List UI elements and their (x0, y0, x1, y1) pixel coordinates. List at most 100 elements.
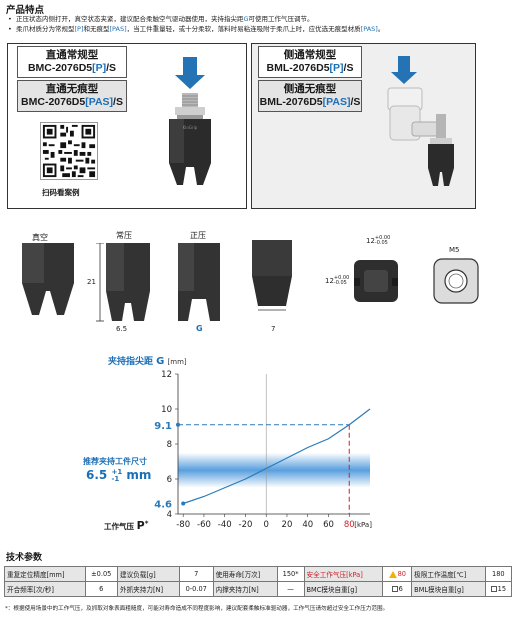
spec-value-safe-pressure: 80 (382, 566, 413, 582)
spec-label: BML模块自重[g] (411, 581, 486, 597)
y-tick-label: 10 (161, 405, 172, 415)
gap-curve (182, 408, 371, 505)
spec-label-safe-pressure: 安全工作气压[kPa] (303, 566, 384, 582)
band-tol-minus: -1 (111, 474, 120, 483)
weight-icon (490, 586, 497, 592)
bullet-text: 可使用工作气压调节。 (248, 15, 314, 23)
model-name: 直通无痕型 (45, 83, 99, 95)
band-tol-plus: +1 (111, 467, 123, 476)
gripper-positive-drawing (178, 243, 220, 321)
spec-value: 150* (276, 566, 305, 582)
spec-label: 重复定位精度[mm] (4, 566, 86, 582)
model-suffix: /S (106, 62, 117, 74)
height-dimension-line (96, 243, 104, 322)
x-tick-label: 20 (282, 520, 293, 530)
chart-title-var: G (156, 356, 165, 367)
x-tick-label: -20 (239, 520, 253, 530)
table-row: 重复定位精度[mm] ±0.05 建议负载[g] 7 使用寿命[万次] 150*… (4, 566, 513, 582)
footnote: *：根据使用场景中的工作气压，及抓取对象表面粗糙度，可能对寿命造成不同程度影响，… (5, 606, 389, 612)
svg-text:KinGrip: KinGrip (183, 125, 198, 130)
table-row: 开合频率[次/秒] 6 外抓夹持力[N] 0-0.07 内撑夹持力[N] — B… (4, 581, 513, 597)
spec-label: 开合频率[次/秒] (4, 581, 86, 597)
gripper-top-view-drawing (354, 260, 398, 302)
spec-value: — (276, 581, 305, 597)
band-value: 6.5 (86, 468, 108, 482)
pas-tag: [PAS] (109, 25, 127, 33)
y-highlight-bottom-label: 4.6 (154, 500, 172, 511)
x-axis-label: 工作气压 P* (104, 519, 148, 532)
weight-value: 15 (497, 585, 507, 593)
model-tag: [PAS] (322, 96, 351, 108)
spec-label: 极限工作温度[℃] (411, 566, 486, 582)
y-tick-label: 12 (161, 370, 172, 380)
model-label-side-traceless: 侧通无痕型 BML-2076D5[PAS]/S (258, 80, 362, 112)
gripper-side-view-drawing (252, 240, 292, 311)
bullet-text: 。 (377, 25, 385, 33)
model-code: BML-2076D5 (259, 96, 323, 108)
x-unit-label: [kPa] (354, 521, 372, 529)
gripper-thread-view-drawing (433, 258, 479, 304)
feature-bullet-2: •柔爪材质分为常规型[P]和无痕型[PAS]，当工件重量轻，或十分柔软，落料时易… (8, 25, 385, 33)
spec-label: 建议负载[g] (116, 566, 180, 582)
y-tick-label: 4 (167, 510, 172, 520)
model-tag: [P] (92, 62, 107, 74)
band-value-group: 6.5 +1-1 mm (86, 468, 151, 483)
qr-code-icon[interactable] (40, 122, 98, 180)
model-suffix: /S (350, 96, 361, 108)
model-label-side-regular: 侧通常规型 BML-2076D5[P]/S (258, 46, 362, 78)
top-size-dimension: 12+0.00-0.05 (366, 236, 390, 246)
model-tag: [PAS] (85, 96, 114, 108)
x-tick-label: 40 (302, 520, 313, 530)
height-dimension: 21 (87, 278, 96, 286)
x-tick-label: 60 (323, 520, 334, 530)
spec-value-weight-bmc: 6 (382, 581, 413, 597)
state-label-normal: 常压 (116, 231, 132, 240)
band-label: 推荐夹持工件尺寸 (83, 457, 147, 466)
x-tick-label: 0 (264, 520, 269, 530)
bullet-text: 柔爪材质分为常规型 (16, 25, 75, 33)
model-label-straight-traceless: 直通无痕型 BMC-2076D5[PAS]/S (17, 80, 127, 112)
spec-value: 180 (484, 566, 513, 582)
chart-title-text: 夹持指尖距 (108, 357, 154, 367)
model-code: BMC-2076D5 (27, 62, 93, 74)
gripper-vacuum-drawing (22, 243, 74, 315)
model-name: 直通常规型 (45, 49, 99, 61)
chart-title-unit: [mm] (167, 358, 187, 366)
x-axis-var: P (136, 519, 145, 532)
side-size-dimension: 12+0.00-0.05 (325, 276, 349, 286)
gripper-normal-drawing (106, 243, 150, 321)
qr-caption: 扫码看案例 (42, 188, 80, 197)
weight-value: 6 (398, 585, 403, 593)
spec-title: 技术参数 (6, 553, 43, 563)
band-unit: mm (126, 468, 152, 482)
x-axis-mark: * (144, 519, 149, 528)
model-label-straight-regular: 直通常规型 BMC-2076D5[P]/S (17, 46, 127, 78)
top-marker (176, 422, 180, 427)
spec-label: 外抓夹持力[N] (116, 581, 180, 597)
dim-value: 12 (366, 237, 375, 245)
side-gripper-image (387, 56, 454, 186)
x-tick-label: -40 (218, 520, 232, 530)
g-symbol: G (243, 15, 249, 23)
y-highlight-top-label: 9.1 (154, 421, 172, 432)
p-tag: [P] (74, 25, 84, 33)
x-tick-label: -60 (197, 520, 211, 530)
page-title: 产品特点 (6, 5, 45, 16)
spec-label: 内撑夹持力[N] (212, 581, 278, 597)
state-label-vacuum: 真空 (32, 233, 48, 242)
bullet-text: ，当工件重量轻，或十分柔软，落料时易粘连吸附于柔爪上时，应优选无痕型材质 (126, 25, 361, 33)
model-code: BML-2076D5 (266, 62, 330, 74)
model-tag: [P] (329, 62, 344, 74)
spec-value: 6 (84, 581, 118, 597)
start-point (181, 501, 186, 506)
tol-plus: +0.00 (374, 235, 391, 241)
chart-title: 夹持指尖距 G [mm] (108, 354, 187, 367)
spec-value-weight-bml: 15 (484, 581, 513, 597)
model-code: BMC-2076D5 (21, 96, 86, 108)
arrow-down-icon (391, 56, 417, 84)
spec-value: 7 (178, 566, 214, 582)
x-axis-label-text: 工作气压 (104, 522, 134, 531)
arrow-down-icon (175, 57, 205, 89)
tol-minus: -0.05 (333, 280, 347, 286)
